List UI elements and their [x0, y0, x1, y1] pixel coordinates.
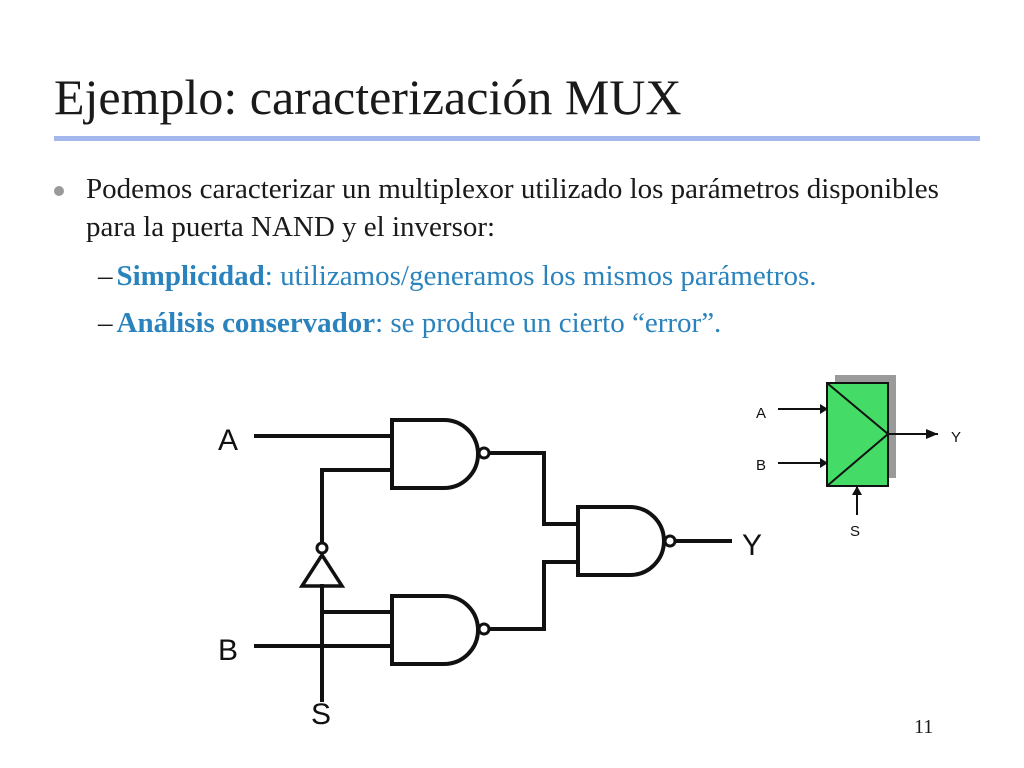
subpoint-dash: – [98, 307, 113, 339]
nand-gate-output [576, 505, 666, 577]
page-number: 11 [914, 716, 934, 738]
mux-symbol-arrow-a [820, 404, 828, 414]
subpoint-description: : utilizamos/generamos los mismos paráme… [264, 260, 817, 292]
mux-symbol-s-label: S [850, 523, 860, 540]
mux-symbol: A B Y S [756, 375, 961, 540]
title-underline [54, 136, 980, 141]
nand-top-bubble [477, 446, 491, 460]
nand-gate-top [390, 418, 480, 490]
select-s-label: S [311, 698, 331, 731]
inverter-bubble [315, 541, 329, 555]
bullet-text: Podemos caracterizar un multiplexor util… [86, 173, 939, 243]
mux-symbol-body [826, 382, 889, 487]
subpoint-simplicidad: –Simplicidad: utilizamos/generamos los m… [98, 258, 817, 294]
subpoint-description: : se produce un cierto “error”. [375, 307, 722, 339]
input-a-label: A [218, 424, 238, 457]
wire-bottom-nand-out [488, 560, 580, 631]
nand-gate-bottom [390, 594, 480, 666]
output-y-label: Y [742, 529, 762, 562]
inverter-gate [298, 551, 346, 588]
input-b-label: B [218, 634, 238, 667]
subpoint-term: Simplicidad [116, 260, 265, 292]
mux-symbol-a-label: A [756, 405, 766, 422]
bullet-icon [54, 186, 64, 196]
subpoint-term: Análisis conservador [116, 307, 376, 339]
slide-title: Ejemplo: caracterización MUX [54, 69, 682, 125]
subpoint-dash: – [98, 260, 113, 292]
mux-symbol-arrow-b [820, 458, 828, 468]
mux-symbol-arrow-s [852, 486, 862, 495]
wire-top-nand-out [488, 451, 580, 526]
subpoint-analisis: –Análisis conservador: se produce un cie… [98, 305, 721, 341]
mux-symbol-arrow-y [926, 429, 938, 439]
nand-bottom-bubble [477, 622, 491, 636]
mux-symbol-y-label: Y [951, 429, 961, 446]
nand-output-bubble [663, 534, 677, 548]
mux-symbol-b-label: B [756, 457, 766, 474]
